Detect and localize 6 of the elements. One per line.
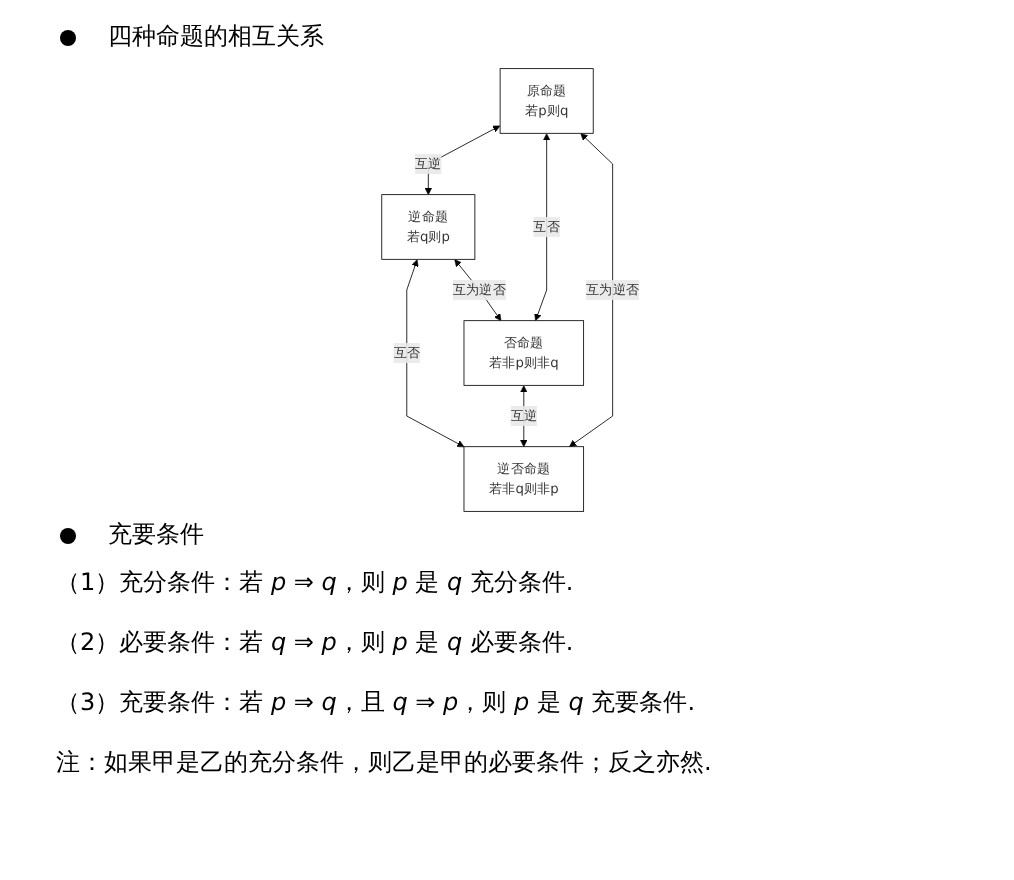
heading: 四种命题的相互关系	[108, 20, 324, 54]
section-heading: 充要条件	[108, 518, 204, 552]
condition-text: （2）必要条件：若 q ⇒ p，则 p 是 q 必要条件.	[56, 628, 574, 656]
condition-text: （3）充要条件：若 p ⇒ q，且 q ⇒ p，则 p 是 q 充要条件.	[56, 688, 696, 716]
condition-text: （1）充分条件：若 p ⇒ q，则 p 是 q 充分条件.	[56, 568, 574, 596]
note-text: 注：如果甲是乙的充分条件，则乙是甲的必要条件；反之亦然.	[56, 748, 712, 776]
